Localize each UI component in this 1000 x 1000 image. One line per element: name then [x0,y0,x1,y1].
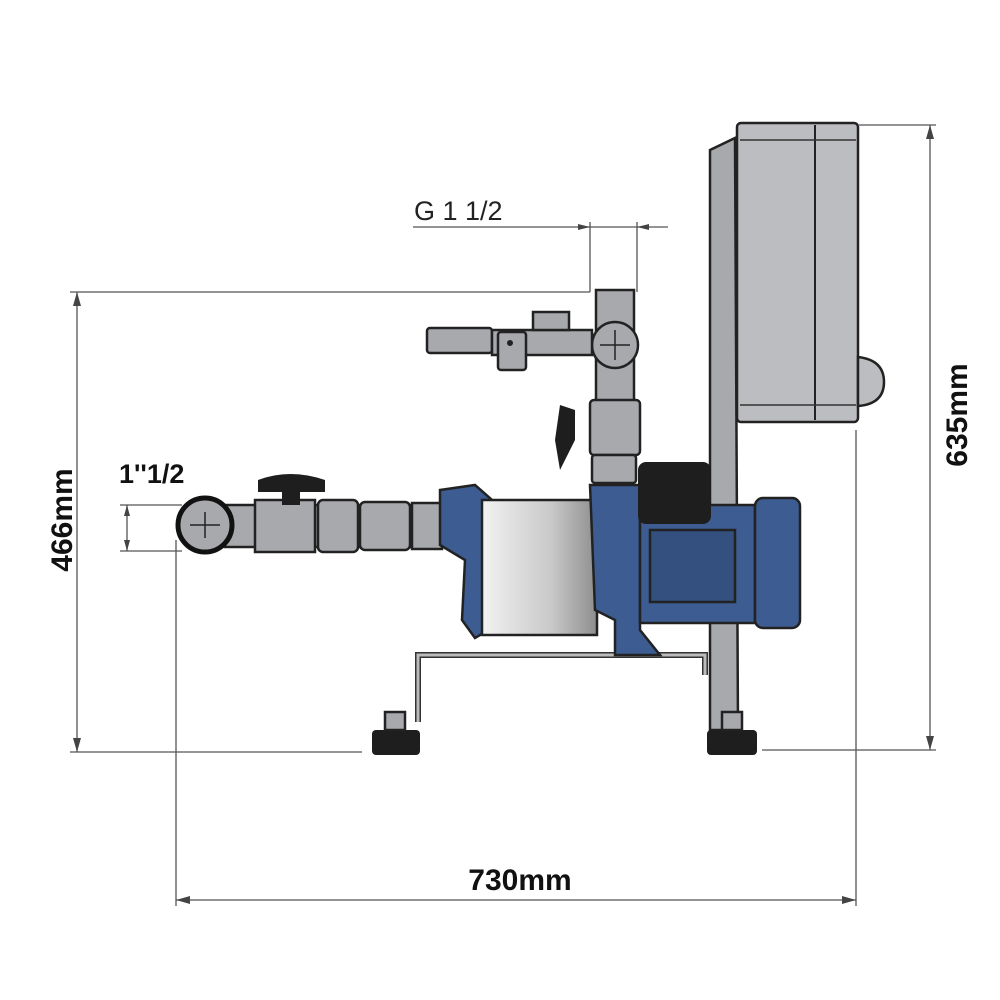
suction-size-label: 1''1/2 [119,459,184,489]
terminal-box [638,462,711,524]
ball-valve-handle-icon [258,474,325,505]
suction-pipe [175,474,444,555]
dimension-730: 730mm [175,430,857,906]
foot-left [372,730,420,755]
knob-icon [856,355,886,408]
dimension-730-label: 730mm [468,864,571,897]
dimension-suction-size: 1''1/2 [119,459,184,552]
discharge-thread-label: G 1 1/2 [414,196,503,226]
base-frame [372,652,757,755]
pump-body [438,462,802,657]
foot-right [707,730,757,755]
dimension-discharge-thread: G 1 1/2 [413,196,668,292]
dimension-466-label: 466mm [46,468,79,571]
discharge-pipe [425,288,642,485]
dimension-466: 466mm [46,291,590,753]
control-box [735,121,886,424]
stand-post [708,136,740,732]
dimension-635-label: 635mm [941,363,974,466]
dimension-635: 635mm [762,124,974,751]
valve-handle-icon [555,405,575,470]
